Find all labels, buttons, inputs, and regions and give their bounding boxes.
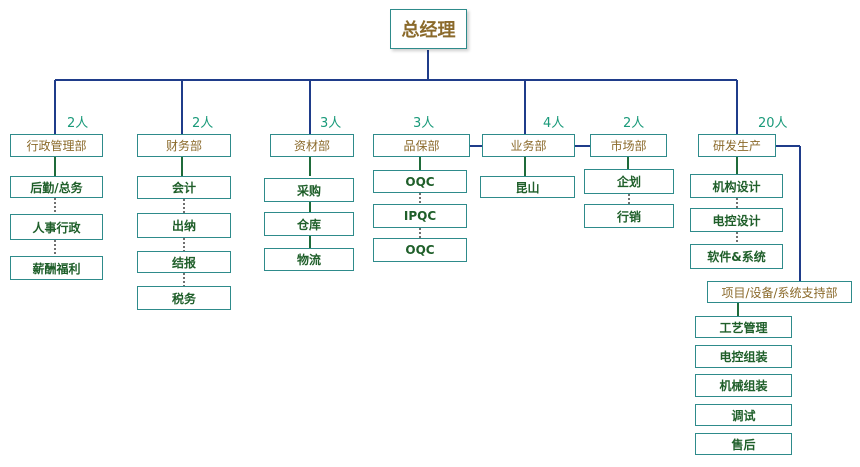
support-sub-process: 工艺管理	[695, 316, 792, 338]
dept-label-market: 市场部	[610, 139, 647, 153]
support-sub-mechanical-assembly-label: 机械组装	[719, 379, 768, 393]
dept-count-quality: 3人	[413, 116, 435, 131]
materials-sub-warehouse: 仓库	[264, 212, 354, 236]
dept-count-rnd: 20人	[758, 116, 788, 131]
dept-box-market: 市场部	[590, 134, 667, 157]
dept-box-materials: 资材部	[270, 134, 354, 157]
support-sub-debugging-label: 调试	[731, 408, 756, 423]
support-sub-after-sales: 售后	[695, 433, 792, 455]
admin-sub-logistics: 后勤/总务	[10, 176, 103, 198]
admin-sub-hr-label: 人事行政	[32, 220, 81, 235]
rnd-sub-electrical-design-label: 电控设计	[712, 213, 761, 228]
market-sub-planning-label: 企划	[616, 175, 641, 189]
dept-box-finance: 财务部	[137, 134, 231, 157]
market-sub-sales: 行销	[584, 204, 674, 228]
quality-sub-ipqc-label: IPQC	[403, 209, 437, 223]
finance-sub-reporting-label: 结报	[171, 255, 196, 270]
dept-label-admin: 行政管理部	[26, 139, 87, 153]
general-manager-box: 总经理	[390, 9, 467, 49]
market-sub-sales-label: 行销	[616, 209, 641, 224]
market-sub-planning: 企划	[584, 169, 674, 194]
support-dept-box: 项目/设备/系统支持部	[707, 281, 852, 303]
finance-sub-tax: 税务	[137, 286, 231, 310]
dept-count-admin: 2人	[67, 116, 89, 131]
dept-box-admin: 行政管理部	[10, 134, 103, 157]
materials-sub-logistics: 物流	[264, 248, 354, 271]
support-sub-process-label: 工艺管理	[719, 320, 768, 335]
dept-count-business: 4人	[543, 116, 565, 131]
dept-box-quality: 品保部	[373, 134, 470, 157]
dept-box-rnd: 研发生产	[698, 134, 776, 157]
rnd-sub-software: 软件&系统	[690, 244, 783, 269]
finance-sub-reporting: 结报	[137, 251, 231, 273]
dept-count-finance: 2人	[192, 116, 214, 131]
rnd-sub-mechanical-design-label: 机构设计	[712, 179, 761, 194]
materials-sub-warehouse-label: 仓库	[296, 217, 321, 232]
finance-sub-accounting: 会计	[137, 176, 231, 199]
business-sub-kunshan: 昆山	[480, 176, 575, 198]
rnd-sub-electrical-design: 电控设计	[690, 208, 783, 232]
finance-sub-tax-label: 税务	[171, 291, 196, 306]
admin-sub-hr: 人事行政	[10, 214, 103, 240]
quality-sub-ipqc: IPQC	[373, 204, 467, 228]
quality-sub-oqc-1: OQC	[373, 170, 467, 193]
dept-label-rnd: 研发生产	[712, 139, 761, 153]
dept-box-business: 业务部	[482, 134, 575, 157]
dept-label-finance: 财务部	[165, 139, 202, 153]
quality-sub-oqc-2: OQC	[373, 238, 467, 262]
support-dept-label: 项目/设备/系统支持部	[721, 285, 838, 300]
business-sub-kunshan-label: 昆山	[515, 180, 540, 195]
admin-sub-payroll-label: 薪酬福利	[32, 261, 81, 276]
dept-label-quality: 品保部	[403, 139, 440, 153]
support-sub-after-sales-label: 售后	[731, 437, 756, 452]
materials-sub-purchasing-label: 采购	[296, 183, 321, 198]
quality-sub-oqc-2-label: OQC	[405, 243, 435, 257]
materials-sub-purchasing: 采购	[264, 178, 354, 202]
dept-label-business: 业务部	[510, 139, 547, 153]
materials-sub-logistics-label: 物流	[296, 253, 321, 267]
rnd-sub-mechanical-design: 机构设计	[690, 174, 783, 198]
quality-sub-oqc-1-label: OQC	[405, 174, 435, 189]
admin-sub-payroll: 薪酬福利	[10, 256, 103, 280]
finance-sub-accounting-label: 会计	[171, 181, 196, 195]
finance-sub-cashier: 出纳	[137, 213, 231, 238]
rnd-sub-software-label: 软件&系统	[707, 250, 766, 264]
finance-sub-cashier-label: 出纳	[171, 219, 196, 233]
support-sub-electrical-assembly-label: 电控组装	[719, 350, 768, 364]
support-sub-mechanical-assembly: 机械组装	[695, 374, 792, 397]
support-sub-electrical-assembly: 电控组装	[695, 345, 792, 368]
admin-sub-logistics-label: 后勤/总务	[30, 180, 83, 195]
dept-count-market: 2人	[623, 116, 645, 131]
support-sub-debugging: 调试	[695, 404, 792, 426]
general-manager-label: 总经理	[401, 20, 456, 41]
dept-count-materials: 3人	[320, 116, 342, 131]
dept-label-materials: 资材部	[293, 139, 330, 153]
